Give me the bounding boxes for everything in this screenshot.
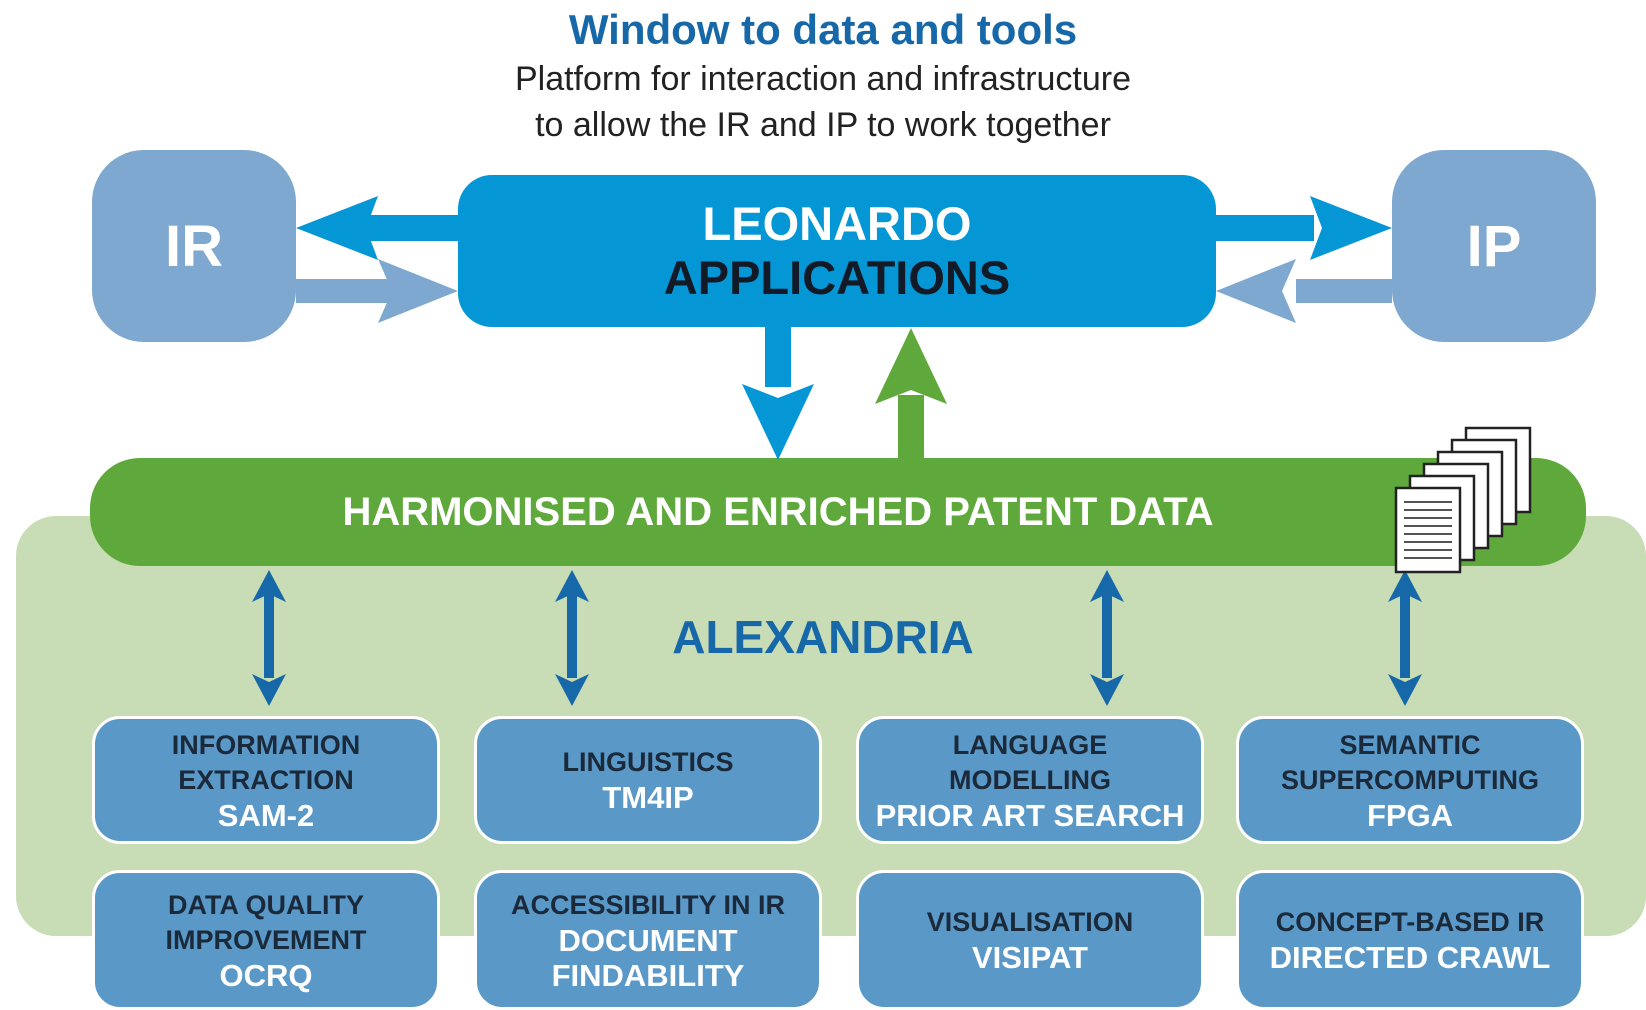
tile-linguistics: LINGUISTICS TM4IP bbox=[474, 716, 822, 844]
diagram-title: Window to data and tools bbox=[568, 6, 1078, 53]
document-lines bbox=[1404, 501, 1452, 559]
tile-highlight: DIRECTED CRAWL bbox=[1269, 940, 1551, 975]
tile-accessibility: ACCESSIBILITY IN IR DOCUMENT FINDABILITY bbox=[474, 870, 822, 1010]
tile-language-modelling: LANGUAGE MODELLING PRIOR ART SEARCH bbox=[856, 716, 1204, 844]
ip-box: IP bbox=[1392, 150, 1596, 342]
ip-box-label: IP bbox=[1466, 213, 1522, 279]
tile-line: LANGUAGE bbox=[952, 729, 1108, 760]
tile-information-extraction: INFORMATION EXTRACTION SAM-2 bbox=[92, 716, 440, 844]
tile-line: LINGUISTICS bbox=[562, 747, 734, 777]
tile-line: IMPROVEMENT bbox=[165, 924, 367, 955]
leonardo-applications-box: LEONARDO APPLICATIONS bbox=[458, 175, 1216, 327]
tile-highlight: VISIPAT bbox=[972, 940, 1088, 975]
arrow-leonardo-to-ip bbox=[1214, 196, 1392, 260]
tile-highlight: FINDABILITY bbox=[551, 957, 745, 993]
tile-line: DATA QUALITY bbox=[168, 889, 364, 920]
diagram-subtitle-line-1: Platform for interaction and infrastruct… bbox=[514, 60, 1132, 98]
tile-line: INFORMATION bbox=[171, 729, 361, 760]
tile-highlight: OCRQ bbox=[219, 957, 313, 993]
double-arrow-2 bbox=[555, 570, 589, 706]
arrow-data-to-leonardo bbox=[875, 328, 947, 463]
ir-box: IR bbox=[92, 150, 296, 342]
tile-semantic-supercomputing: SEMANTIC SUPERCOMPUTING FPGA bbox=[1236, 716, 1584, 844]
tile-highlight: FPGA bbox=[1366, 797, 1454, 833]
tile-highlight: PRIOR ART SEARCH bbox=[875, 797, 1185, 833]
arrow-ip-to-leonardo bbox=[1216, 259, 1392, 323]
tile-line: CONCEPT-BASED IR bbox=[1275, 907, 1545, 937]
harmonised-data-bar: HARMONISED AND ENRICHED PATENT DATA bbox=[90, 458, 1586, 566]
leonardo-label: LEONARDO bbox=[702, 197, 972, 250]
tile-line: SEMANTIC bbox=[1339, 729, 1481, 760]
tile-line: ACCESSIBILITY IN IR bbox=[510, 889, 786, 920]
arrow-leonardo-to-data bbox=[742, 325, 814, 460]
diagram-subtitle-line-2: to allow the IR and IP to work together bbox=[535, 106, 1111, 144]
harmonised-data-label: HARMONISED AND ENRICHED PATENT DATA bbox=[342, 489, 1214, 534]
tile-data-quality: DATA QUALITY IMPROVEMENT OCRQ bbox=[92, 870, 440, 1010]
tile-highlight: SAM-2 bbox=[217, 797, 315, 833]
arrow-ir-to-leonardo bbox=[296, 259, 458, 323]
tile-concept-based-ir: CONCEPT-BASED IR DIRECTED CRAWL bbox=[1236, 870, 1584, 1010]
double-arrow-1 bbox=[252, 570, 286, 706]
tile-line: SUPERCOMPUTING bbox=[1280, 764, 1540, 795]
tile-line: MODELLING bbox=[949, 764, 1111, 795]
alexandria-label: ALEXANDRIA bbox=[672, 611, 974, 663]
tile-line: VISUALISATION bbox=[926, 907, 1134, 937]
ir-box-label: IR bbox=[165, 213, 223, 279]
applications-label: APPLICATIONS bbox=[663, 251, 1011, 304]
tile-visualisation: VISUALISATION VISIPAT bbox=[856, 870, 1204, 1010]
tile-line: EXTRACTION bbox=[178, 764, 354, 795]
double-arrow-3 bbox=[1090, 570, 1124, 706]
double-arrow-4 bbox=[1388, 570, 1422, 706]
tile-highlight: DOCUMENT bbox=[558, 922, 738, 958]
tile-highlight: TM4IP bbox=[602, 780, 694, 815]
arrow-leonardo-to-ir bbox=[296, 196, 462, 260]
